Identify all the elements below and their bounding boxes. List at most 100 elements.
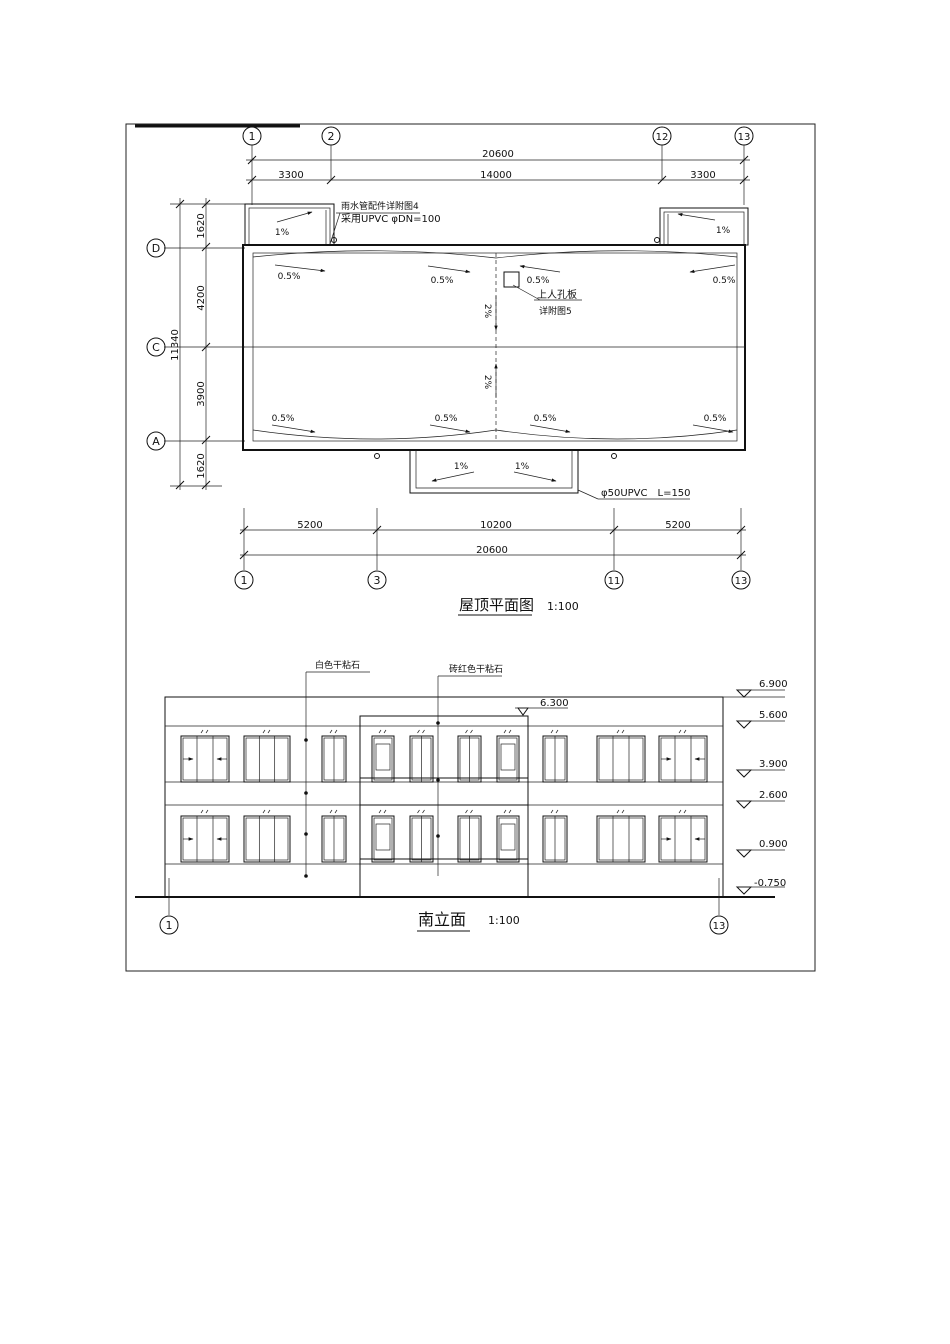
slope-label: 1%: [716, 226, 731, 236]
slope-label: 2%: [482, 375, 492, 390]
slope-label: 0.5%: [435, 414, 458, 424]
axis-label: 3: [374, 574, 381, 587]
dim-left-2: 4200: [196, 285, 207, 310]
slope-label: 0.5%: [272, 414, 295, 424]
window: [542, 809, 568, 863]
dim-top-1: 3300: [278, 170, 303, 181]
axis-bubbles-top: 1 2 12 13: [242, 126, 754, 205]
level-label: -0.750: [754, 878, 786, 889]
window: [371, 809, 395, 863]
axis-label: 2: [328, 130, 335, 143]
level-label: 5.600: [759, 710, 788, 721]
axis-label: 1: [249, 130, 256, 143]
dim-bottom-1: 5200: [297, 520, 322, 531]
window: [180, 729, 230, 783]
dim-top-3: 3300: [690, 170, 715, 181]
axis-label: 13: [713, 921, 726, 932]
elevation-title: 南立面: [418, 910, 466, 929]
roof-hatch-icon: [503, 271, 520, 288]
window: [596, 729, 646, 783]
note-drain-line1: 雨水管配件详附图4: [341, 200, 419, 212]
canopy-top-right: 1%: [654, 207, 749, 246]
level-label: 6.900: [759, 679, 788, 690]
sheet-frame: [125, 123, 816, 972]
axis-label: 1: [241, 574, 248, 587]
window: [409, 809, 434, 863]
note-hatch-line2: 详附图5: [539, 305, 572, 317]
axis-label: A: [152, 435, 160, 448]
window: [596, 809, 646, 863]
elevation-axes: 1 13: [159, 915, 729, 935]
canopy-bottom: 1% 1% φ50UPVC L=150: [409, 450, 691, 500]
slope-label: 1%: [454, 462, 469, 472]
roof-plan-title: 屋顶平面图: [459, 596, 534, 614]
material-callouts: 白色干粘石 砖红色干粘石: [304, 659, 503, 878]
note-drain-line2: 采用UPVC φDN=100: [341, 213, 441, 225]
axis-label: 11: [608, 576, 621, 587]
dims-bottom: 5200 10200 5200 20600: [239, 508, 746, 570]
dim-left-total: 11340: [170, 329, 181, 361]
axis-label: 1: [166, 919, 173, 932]
dim-left-3: 3900: [196, 381, 207, 406]
window: [542, 729, 568, 783]
window: [457, 729, 482, 783]
elevation-scale: 1:100: [488, 914, 520, 927]
window: [457, 809, 482, 863]
roof-plan: 1 2 12 13 20600 3300 14000 3300: [146, 126, 754, 616]
dim-left-4: 1620: [196, 453, 207, 478]
level-markers: 6.900 5.600 3.900 2.600 0.900 -0.750: [723, 679, 788, 895]
elevation-windows: [180, 729, 708, 863]
window: [243, 729, 291, 783]
roof-plan-title-block: 屋顶平面图 1:100: [458, 596, 579, 616]
level-label: 0.900: [759, 839, 788, 850]
level-parapet: 6.300: [515, 698, 569, 716]
slope-label: 2%: [482, 304, 492, 319]
south-elevation: 白色干粘石 砖红色干粘石 6.300 6.900 5.: [135, 659, 788, 935]
window: [409, 729, 434, 783]
slope-label: 0.5%: [713, 276, 736, 286]
window: [658, 729, 708, 783]
axis-label: 12: [656, 132, 669, 143]
dim-bottom-2: 10200: [480, 520, 512, 531]
window: [243, 809, 291, 863]
note-pipe: φ50UPVC L=150: [601, 488, 691, 499]
window: [496, 809, 520, 863]
material-red: 砖红色干粘石: [449, 663, 503, 675]
axis-bubbles-bottom: 1 3 11 13: [234, 570, 751, 590]
slope-label: 1%: [515, 462, 530, 472]
dim-bottom-total: 20600: [476, 545, 508, 556]
slope-label: 1%: [275, 228, 290, 238]
level-label: 2.600: [759, 790, 788, 801]
note-hatch-line1: 上人孔板: [537, 288, 577, 301]
material-white: 白色干粘石: [315, 659, 360, 671]
axis-label: 13: [738, 132, 751, 143]
window: [496, 729, 520, 783]
dim-left-1: 1620: [196, 213, 207, 238]
main-roof: 0.5% 0.5% 0.5% 0.5% 2% 2% 0.5% 0.5% 0.5%…: [242, 244, 746, 459]
slope-label: 0.5%: [534, 414, 557, 424]
slope-label: 0.5%: [704, 414, 727, 424]
dims-left: 11340 1620 4200 3900 1620: [164, 198, 248, 490]
level-parapet-label: 6.300: [540, 698, 569, 709]
window: [658, 809, 708, 863]
level-label: 3.900: [759, 759, 788, 770]
window: [321, 729, 347, 783]
window: [321, 809, 347, 863]
slope-label: 0.5%: [431, 276, 454, 286]
axis-label: 13: [735, 576, 748, 587]
slope-label: 0.5%: [527, 276, 550, 286]
dims-top: 20600 3300 14000 3300: [246, 149, 750, 185]
roof-plan-scale: 1:100: [547, 600, 579, 613]
dim-bottom-3: 5200: [665, 520, 690, 531]
axis-bubbles-left: D C A: [146, 238, 166, 451]
axis-label: C: [152, 341, 160, 354]
window: [180, 809, 230, 863]
dim-top-2: 14000: [480, 170, 512, 181]
axis-label: D: [152, 242, 160, 255]
canopy-top-left: 1%: [244, 203, 337, 246]
elevation-title-block: 南立面 1:100: [417, 910, 520, 932]
window: [371, 729, 395, 783]
drain-note: 雨水管配件详附图4 采用UPVC φDN=100: [329, 200, 441, 245]
slope-label: 0.5%: [278, 272, 301, 282]
